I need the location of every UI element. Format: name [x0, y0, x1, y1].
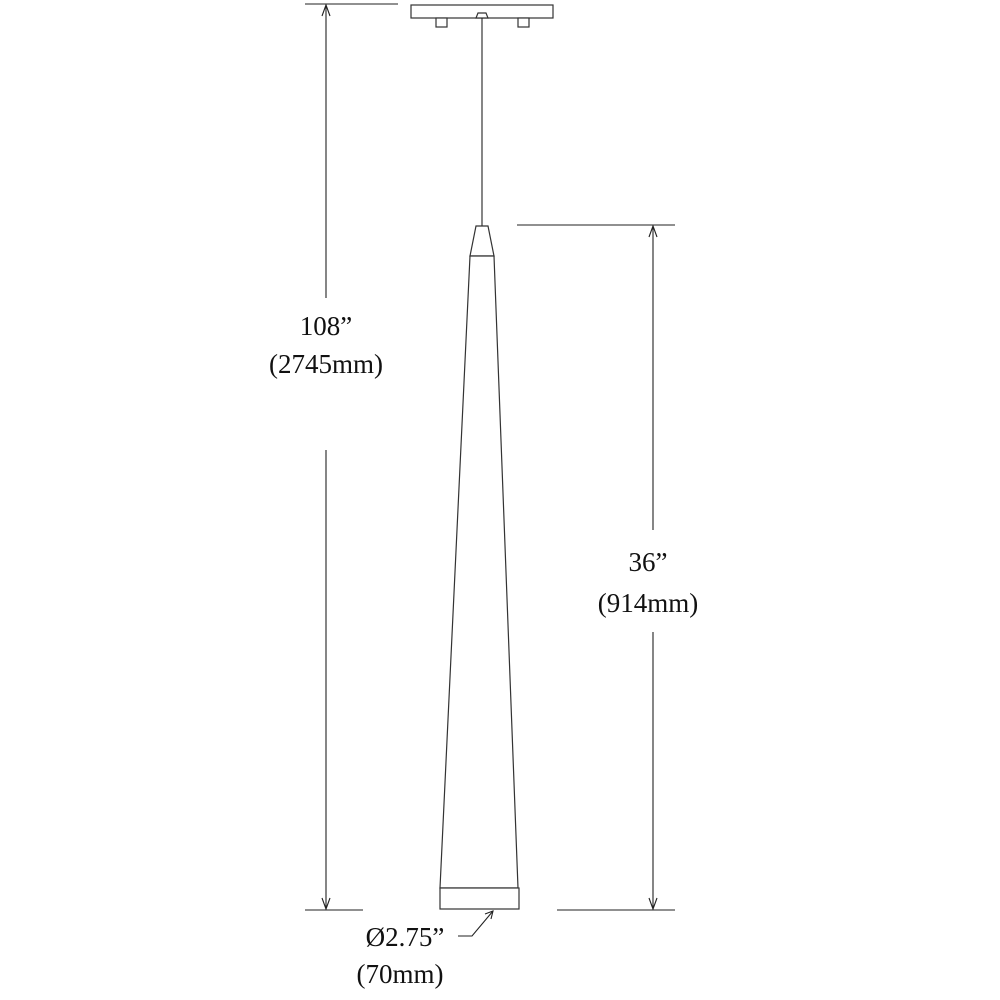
- canopy-cord-grip: [475, 12, 489, 19]
- ceiling-canopy: [410, 4, 554, 28]
- shade-top-cap: [469, 225, 495, 257]
- shade-diffuser-ring: [439, 887, 520, 910]
- shade-body: [439, 255, 519, 889]
- canopy-clip-right: [517, 17, 530, 28]
- overall-height-imperial: 108”: [300, 311, 352, 341]
- overall-height-dimension: 108” (2745mm): [269, 3, 398, 911]
- overall-top-arrow: [321, 3, 331, 17]
- shade-height-dimension: 36” (914mm): [517, 224, 699, 911]
- diameter-metric: (70mm): [357, 959, 444, 989]
- diameter-imperial: Ø2.75”: [366, 922, 445, 952]
- overall-height-metric: (2745mm): [269, 349, 383, 379]
- diameter-leader-arrow: [484, 910, 494, 920]
- canopy-clip-left: [435, 17, 448, 28]
- cone-shade: [439, 225, 520, 910]
- diameter-callout: Ø2.75” (70mm): [357, 910, 494, 989]
- overall-bottom-arrow: [321, 897, 331, 911]
- diameter-leader-line: [458, 910, 494, 937]
- shade-top-arrow: [648, 224, 658, 238]
- shade-bottom-arrow: [648, 897, 658, 911]
- shade-height-imperial: 36”: [629, 547, 668, 577]
- shade-height-metric: (914mm): [598, 588, 699, 618]
